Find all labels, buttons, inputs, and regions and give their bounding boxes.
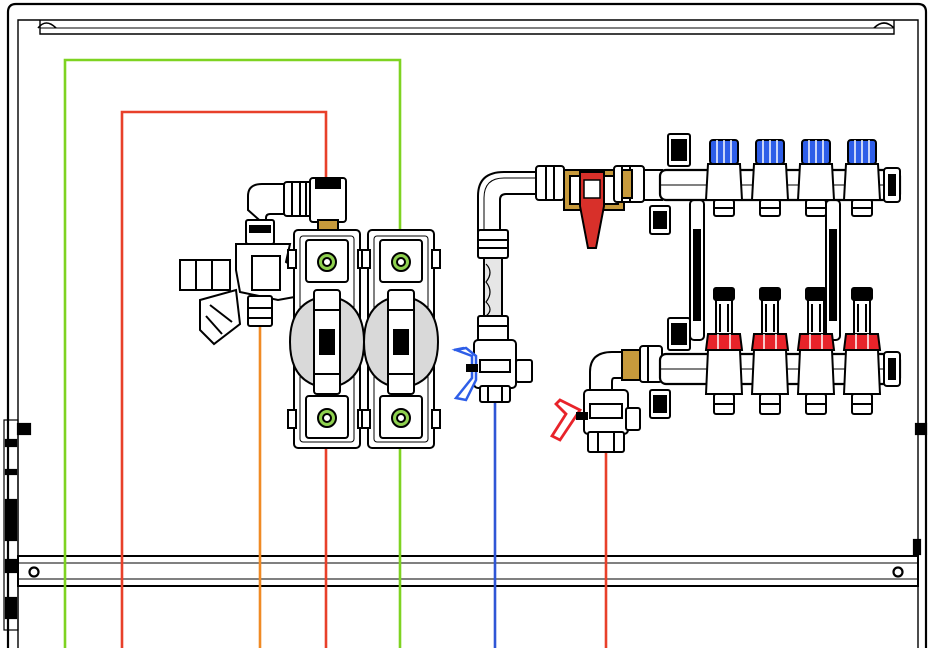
supply-pipe-assembly xyxy=(473,171,547,403)
circuit-1 xyxy=(704,139,744,415)
red-flow-line-mixing xyxy=(120,110,328,648)
return-pipe-assembly xyxy=(583,345,663,453)
manifold-circuits xyxy=(704,139,882,415)
red-valve-cap-2[interactable] xyxy=(750,333,790,351)
circuit-3 xyxy=(796,139,836,415)
flowmeter-4[interactable] xyxy=(851,287,873,337)
circuit-4 xyxy=(842,139,882,415)
flowmeter-2[interactable] xyxy=(759,287,781,337)
pump-unit-2 xyxy=(361,229,441,449)
manifold-assembly xyxy=(649,133,902,419)
red-valve-cap-4[interactable] xyxy=(842,333,882,351)
red-gauge-handle[interactable] xyxy=(579,171,605,249)
red-valve-cap-3[interactable] xyxy=(796,333,836,351)
blue-valve-cap-1[interactable] xyxy=(709,139,739,165)
red-handle-ball-valve[interactable] xyxy=(549,398,588,442)
manifold-side-fittings xyxy=(649,133,841,419)
red-valve-cap-1[interactable] xyxy=(704,333,744,351)
flowmeter-3[interactable] xyxy=(805,287,827,337)
mixing-valve-assembly xyxy=(179,177,347,346)
circuit-2 xyxy=(750,139,790,415)
pump-unit-1 xyxy=(287,229,367,449)
flowmeter-1[interactable] xyxy=(713,287,735,337)
blue-valve-cap-2[interactable] xyxy=(755,139,785,165)
blue-valve-cap-3[interactable] xyxy=(801,139,831,165)
blue-handle-ball-valve[interactable] xyxy=(451,346,478,402)
blue-valve-cap-4[interactable] xyxy=(847,139,877,165)
cabinet-frame xyxy=(3,2,928,648)
